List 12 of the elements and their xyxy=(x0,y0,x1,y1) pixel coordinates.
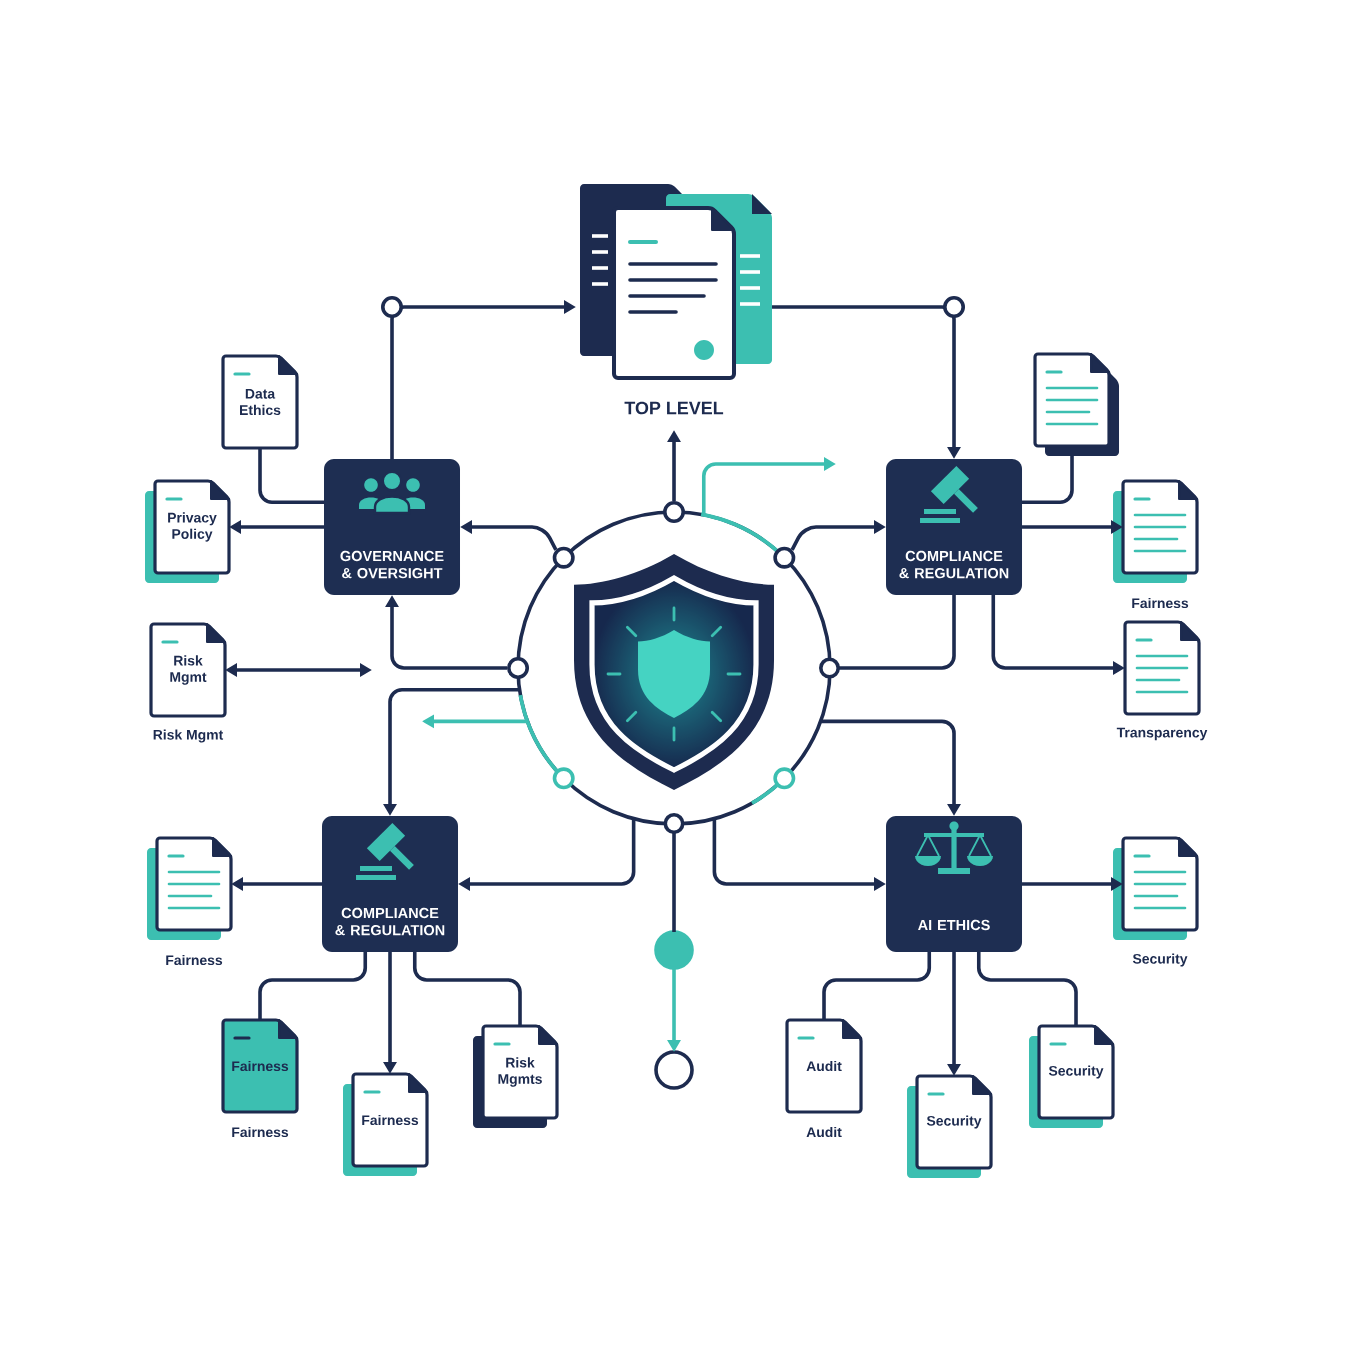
connector-line xyxy=(976,952,1078,1026)
heading: TOP LEVEL xyxy=(624,401,724,415)
filled-circle xyxy=(654,930,694,970)
connector-line xyxy=(819,595,956,679)
connector-line xyxy=(663,813,685,932)
connector-line xyxy=(822,952,932,1020)
connector-line xyxy=(258,952,368,1020)
connector-line xyxy=(1022,456,1074,505)
connector-line xyxy=(258,448,324,505)
connector-line xyxy=(412,952,522,1026)
document xyxy=(1033,352,1119,456)
open-circle xyxy=(654,1050,694,1090)
